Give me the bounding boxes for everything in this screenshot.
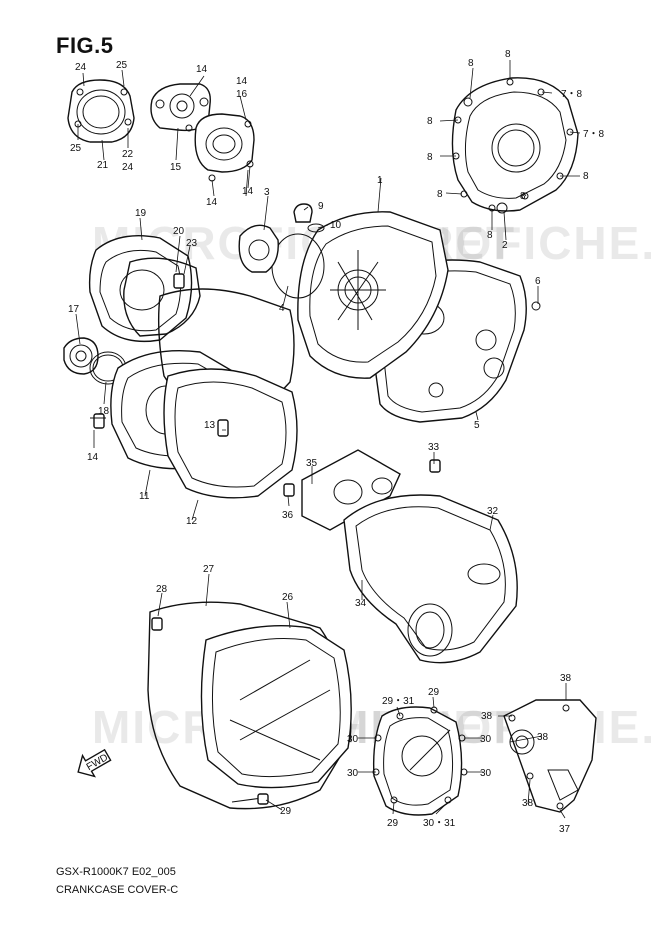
callout-29-31: 29・31 xyxy=(382,696,415,707)
callout-29: 29 xyxy=(428,687,440,698)
sprocket-cover-assembly xyxy=(283,449,518,664)
callout-30: 30 xyxy=(347,734,359,745)
callout-16: 16 xyxy=(236,89,248,100)
callout-22: 22 xyxy=(122,149,134,160)
callout-7-8: 7・8 xyxy=(583,129,605,140)
water-pump-group xyxy=(150,83,255,182)
callout-29: 29 xyxy=(280,806,292,817)
callout-14: 14 xyxy=(236,76,248,87)
callout-24: 24 xyxy=(75,62,87,73)
callout-15: 15 xyxy=(170,162,182,173)
callout-4: 4 xyxy=(279,303,285,314)
generator-cover xyxy=(451,77,579,214)
callout-8: 8 xyxy=(487,230,493,241)
callout-27: 27 xyxy=(203,564,215,575)
callout-8: 8 xyxy=(427,152,433,163)
callout-2: 2 xyxy=(502,240,508,251)
callout-labels: 24 25 25 21 22 24 14 14 16 15 14 14 8 8 … xyxy=(68,49,605,835)
clutch-cover-lower xyxy=(147,601,352,810)
callout-5: 5 xyxy=(474,420,480,431)
callout-25: 25 xyxy=(116,60,128,71)
callout-35: 35 xyxy=(306,458,318,469)
callout-1: 1 xyxy=(377,175,383,186)
callout-8: 8 xyxy=(468,58,474,69)
forward-direction-arrow: FWD xyxy=(77,748,112,778)
callout-18: 18 xyxy=(98,406,110,417)
callout-14: 14 xyxy=(206,197,218,208)
callout-38: 38 xyxy=(522,798,534,809)
callout-10: 10 xyxy=(330,220,342,231)
callout-38: 38 xyxy=(537,732,549,743)
leader-lines xyxy=(75,60,581,819)
starter-clutch-cover xyxy=(372,706,468,816)
callout-19: 19 xyxy=(135,208,147,219)
callout-29: 29 xyxy=(387,818,399,829)
callout-30-31: 30・31 xyxy=(423,818,456,829)
callout-25: 25 xyxy=(70,143,82,154)
callout-3: 3 xyxy=(264,187,270,198)
section-name: CRANKCASE COVER-C xyxy=(56,884,179,896)
callout-37: 37 xyxy=(559,824,571,835)
callout-21: 21 xyxy=(97,160,109,171)
callout-32: 32 xyxy=(487,506,499,517)
figure-title: FIG.5 xyxy=(56,33,114,58)
callout-38: 38 xyxy=(481,711,493,722)
callout-8: 8 xyxy=(437,189,443,200)
callout-17: 17 xyxy=(68,304,80,315)
chain-guard-cover xyxy=(503,699,597,813)
oil-pump-cover-assembly xyxy=(63,235,298,499)
callout-11: 11 xyxy=(139,491,150,502)
callout-8: 8 xyxy=(505,49,511,60)
callout-24: 24 xyxy=(122,162,134,173)
callout-6: 6 xyxy=(535,276,541,287)
callout-14: 14 xyxy=(87,452,99,463)
callout-7-8: 7・8 xyxy=(561,89,583,100)
callout-9: 9 xyxy=(318,201,324,212)
callout-34: 34 xyxy=(355,598,367,609)
clutch-cover-assembly xyxy=(238,203,541,423)
callout-12: 12 xyxy=(186,516,198,527)
callout-8: 8 xyxy=(520,191,526,202)
callout-30: 30 xyxy=(347,768,359,779)
callout-8: 8 xyxy=(427,116,433,127)
callout-14: 14 xyxy=(196,64,208,75)
callout-8: 8 xyxy=(583,171,589,182)
callout-30: 30 xyxy=(480,768,492,779)
callout-26: 26 xyxy=(282,592,294,603)
callout-23: 23 xyxy=(186,238,198,249)
callout-33: 33 xyxy=(428,442,440,453)
callout-20: 20 xyxy=(173,226,185,237)
callout-13: 13 xyxy=(204,420,216,431)
callout-38: 38 xyxy=(560,673,572,684)
callout-28: 28 xyxy=(156,584,168,595)
callout-14: 14 xyxy=(242,186,254,197)
fwd-label: FWD xyxy=(85,752,110,773)
callout-30: 30 xyxy=(480,734,492,745)
callout-36: 36 xyxy=(282,510,294,521)
model-code: GSX-R1000K7 E02_005 xyxy=(56,866,176,878)
